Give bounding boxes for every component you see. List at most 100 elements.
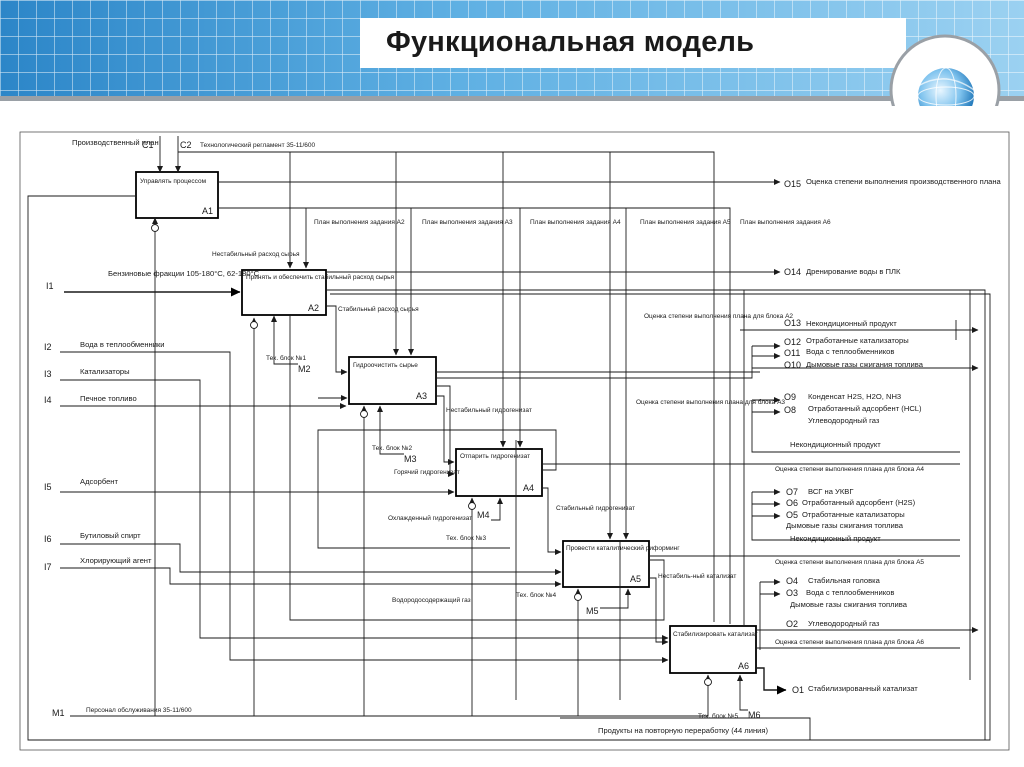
mechanism-m5: M5 — [586, 606, 599, 616]
tech-block-4: Тех. блок №4 — [516, 591, 556, 599]
block-a4-id: A4 — [523, 483, 534, 493]
input-i6-label: Бутиловый спирт — [80, 531, 141, 540]
cooled-hydro-label: Охлажденный гидрогенизат — [388, 514, 472, 522]
recycle-label: Продукты на повторную переработку (44 ли… — [598, 726, 769, 735]
block-a2: Принять и обеспечить стабильный расход с… — [241, 269, 395, 316]
globe-icon — [917, 67, 975, 106]
mechanism-m1-text: Персонал обслуживания 35-11/600 — [86, 706, 192, 714]
control-c2-code: C2 — [180, 140, 192, 150]
input-i1-label: Бензиновые фракции 105-180°С, 62-180°С — [108, 269, 260, 278]
control-c1-text: Производственный план — [72, 138, 159, 147]
output-o14-text: Дренирование воды в ПЛК — [806, 267, 901, 276]
input-i7-label: Хлорирующий агент — [80, 556, 152, 565]
eval-a5-text: Оценка степени выполнения плана для блок… — [775, 558, 924, 566]
stable-hydro-label: Стабильный гидрогенизат — [556, 504, 635, 512]
output-o5b-text: Дымовые газы сжигания топлива — [786, 521, 904, 530]
plan-a4-label: План выполнения задания А4 — [530, 219, 621, 226]
output-o15-code: O15 — [784, 179, 801, 189]
input-i5-code: I5 — [44, 482, 52, 492]
input-i6-code: I6 — [44, 534, 52, 544]
input-i5-label: Адсорбент — [80, 477, 119, 486]
block-a5: Провести каталитический риформинг A5 — [562, 540, 680, 588]
block-a3: Гидроочистить сырье A3 — [348, 356, 437, 405]
diagram-frame — [19, 131, 1010, 751]
output-o10-text: Дымовые газы сжигания топлива — [806, 360, 924, 369]
output-o12-code: O12 — [784, 337, 801, 347]
slide-title: Функциональная модель — [386, 26, 755, 58]
output-o14-code: O14 — [784, 267, 801, 277]
mechanism-m3: M3 — [404, 454, 417, 464]
unstable-hydro-label: Нестабильный гидрогенизат — [446, 406, 532, 414]
output-o7-code: O7 — [786, 487, 798, 497]
input-i1-code: I1 — [46, 281, 54, 291]
regulation-line — [178, 151, 715, 622]
h2-gas-label: Водородосодержащий газ — [392, 596, 471, 604]
input-i4-code: I4 — [44, 395, 52, 405]
stable-flow-label: Стабильный расход сырья — [338, 305, 419, 313]
mechanism-m4: M4 — [477, 510, 490, 520]
block-a3-label: Гидроочистить сырье — [353, 362, 418, 369]
block-a1-id: A1 — [202, 206, 213, 216]
output-o9-text: Конденсат H2S, H2O, NH3 — [808, 392, 901, 401]
output-o7-text: ВСГ на УКВГ — [808, 487, 853, 496]
output-o3-code: O3 — [786, 588, 798, 598]
block-a2-id: A2 — [308, 303, 319, 313]
block-a1: Управлять процессом A1 — [135, 171, 219, 219]
block-a6: Стабилизировать катализат A6 — [669, 625, 758, 674]
block-a4-label: Отпарить гидрогенизат — [460, 453, 530, 460]
output-nk2-text: Некондиционный продукт — [790, 534, 881, 543]
eval-a3-label: Оценка степени выполнения плана для блок… — [636, 398, 785, 406]
block-a6-label: Стабилизировать катализат — [673, 630, 758, 638]
output-o1-code: O1 — [792, 685, 804, 695]
input-i3-code: I3 — [44, 369, 52, 379]
output-o4-text: Стабильная головка — [808, 576, 881, 585]
output-o3-text: Вода с теплообменников — [806, 588, 894, 597]
input-i2-label: Вода в теплообменники — [80, 340, 165, 349]
output-o6-code: O6 — [786, 498, 798, 508]
output-o12-text: Отработанные катализаторы — [806, 336, 909, 345]
tech-block-3: Тех. блок №3 — [446, 534, 486, 542]
tech-block-5: Тех. блок №5 — [698, 712, 738, 720]
output-o3b-text: Дымовые газы сжигания топлива — [790, 600, 908, 609]
feedback-loop — [27, 195, 991, 741]
output-o1-text: Стабилизированный катализат — [808, 684, 918, 693]
mechanism-m6: M6 — [748, 710, 761, 720]
output-o4-code: O4 — [786, 576, 798, 586]
output-nk1-text: Некондиционный продукт — [790, 440, 881, 449]
output-o8-text: Отработанный адсорбент (HCL) — [808, 404, 922, 413]
mechanism-m1-code: M1 — [52, 708, 65, 718]
eval-a2-label: Оценка степени выполнения плана для блок… — [644, 312, 793, 320]
eval-a6-text: Оценка степени выполнения плана для блок… — [775, 638, 924, 646]
block-a5-label: Провести каталитический риформинг — [566, 544, 680, 552]
plan-a5-label: План выполнения задания А5 — [640, 219, 731, 226]
plan-a3-label: План выполнения задания А3 — [422, 219, 513, 226]
output-o9-code: O9 — [784, 392, 796, 402]
mechanism-m2: M2 — [298, 364, 311, 374]
control-c1-code: C1 — [142, 140, 154, 150]
tech-block-2: Тех. блок №2 — [372, 444, 412, 452]
unstable-cat-label: Нестабиль-ный катализат — [658, 572, 736, 580]
block-a4: Отпарить гидрогенизат A4 — [455, 448, 543, 497]
output-o6-text: Отработанный адсорбент (H2S) — [802, 498, 916, 507]
control-c2-text: Технологический регламент 35-11/600 — [200, 141, 316, 149]
output-o2-code: O2 — [786, 619, 798, 629]
output-o10-code: O10 — [784, 360, 801, 370]
input-i7-code: I7 — [44, 562, 52, 572]
hot-hydro-label: Горячий гидрогенизат — [394, 468, 460, 476]
plan-a6-label: План выполнения задания А6 — [740, 219, 831, 226]
output-o8b-text: Углеводородный газ — [808, 416, 880, 425]
output-o5-text: Отработанные катализаторы — [802, 510, 905, 519]
block-a3-id: A3 — [416, 391, 427, 401]
eval-a4-text: Оценка степени выполнения плана для блок… — [775, 465, 924, 473]
block-a5-id: A5 — [630, 574, 641, 584]
output-o2-text: Углеводородный газ — [808, 619, 880, 628]
unstable-flow-label: Нестабильный расход сырья — [212, 250, 300, 258]
header-banner — [0, 0, 1024, 106]
output-o8-code: O8 — [784, 405, 796, 415]
output-o15-text: Оценка степени выполнения производственн… — [806, 177, 1002, 186]
block-a2-label: Принять и обеспечить стабильный расход с… — [246, 273, 395, 281]
plan-line — [218, 207, 731, 624]
plan-a2-label: План выполнения задания А2 — [314, 219, 405, 226]
slide-header — [0, 0, 1024, 106]
